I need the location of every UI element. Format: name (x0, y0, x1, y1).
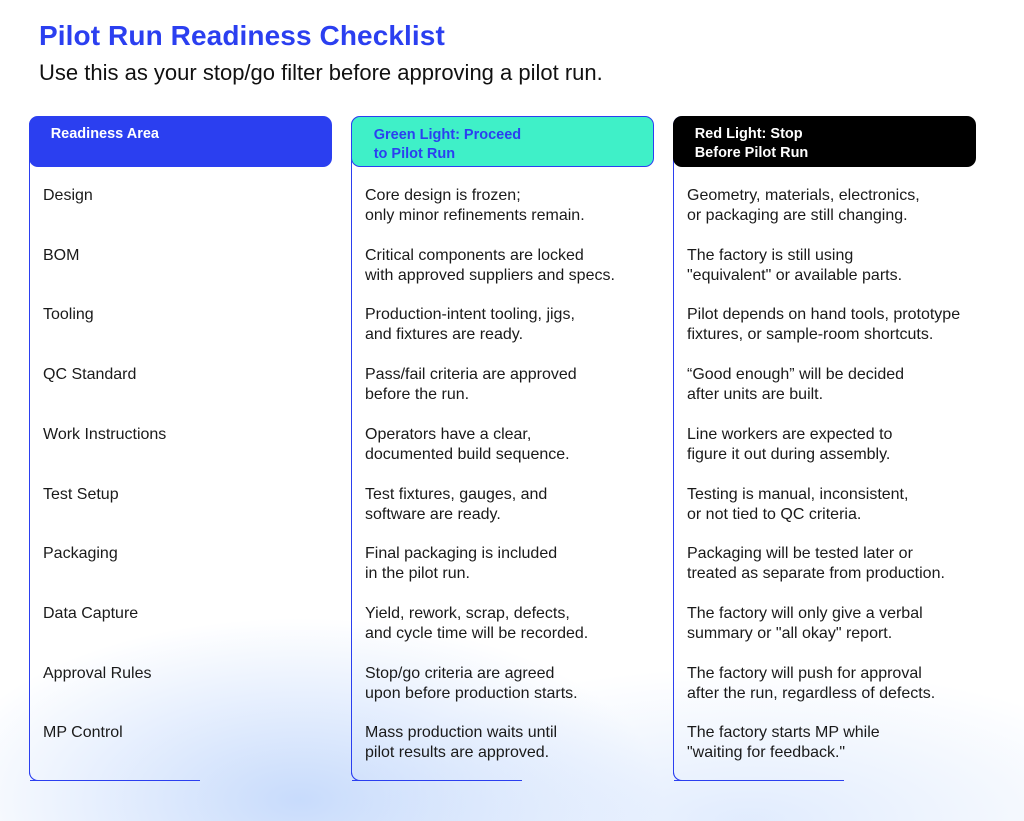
row-red-criteria: Geometry, materials, electronics, or pac… (687, 187, 920, 224)
column-header-green-light: Green Light: Proceed to Pilot Run (350, 116, 654, 167)
row-green-criteria: Final packaging is included in the pilot… (365, 545, 558, 583)
column-corner (28, 770, 40, 781)
column-header-readiness-area: Readiness Area (28, 116, 332, 167)
row-red-criteria: The factory is still using "equivalent" … (687, 246, 903, 284)
column-divider (30, 780, 200, 781)
row-red-criteria: Packaging will be tested later or treate… (687, 545, 945, 583)
row-red-criteria: The factory will only give a verbal summ… (687, 604, 923, 642)
column-red-light: Red Light: Stop Before Pilot Run Geometr… (672, 116, 976, 781)
row-red-criteria: Testing is manual, inconsistent, or not … (687, 485, 909, 523)
column-divider (674, 780, 844, 781)
row-green-criteria: Production-intent tooling, jigs, and fix… (365, 306, 575, 344)
row-area-label: Design (43, 187, 93, 204)
row-green-criteria: Operators have a clear, documented build… (365, 425, 570, 463)
row-area-label: Approval Rules (43, 664, 152, 682)
row-area-label: Packaging (43, 545, 118, 563)
row-green-criteria: Mass production waits until pilot result… (365, 724, 558, 762)
page-title: Pilot Run Readiness Checklist (39, 20, 445, 51)
column-green-light: Green Light: Proceed to Pilot Run Core d… (350, 116, 654, 781)
row-red-criteria: “Good enough” will be decided after unit… (687, 366, 905, 404)
column-corner (672, 770, 684, 781)
row-area-label: QC Standard (43, 366, 137, 384)
row-green-criteria: Pass/fail criteria are approved before t… (365, 366, 577, 404)
row-area-label: Test Setup (43, 485, 119, 503)
row-area-label: Tooling (43, 306, 94, 324)
column-corner (350, 770, 362, 781)
row-green-criteria: Test fixtures, gauges, and software are … (365, 485, 548, 523)
row-red-criteria: Line workers are expected to figure it o… (687, 425, 893, 463)
row-green-criteria: Stop/go criteria are agreed upon before … (365, 664, 578, 702)
page-subtitle: Use this as your stop/go filter before a… (39, 60, 603, 85)
column-divider (352, 780, 522, 781)
row-area-label: BOM (43, 246, 80, 264)
column-header-red-light: Red Light: Stop Before Pilot Run (672, 116, 976, 167)
row-area-label: Data Capture (43, 604, 139, 622)
row-area-label: Work Instructions (43, 425, 167, 443)
row-area-label: MP Control (43, 724, 123, 742)
row-red-criteria: The factory will push for approval after… (687, 664, 936, 702)
row-green-criteria: Core design is frozen; only minor refine… (365, 187, 585, 224)
row-red-criteria: The factory starts MP while "waiting for… (687, 724, 880, 762)
row-green-criteria: Critical components are locked with appr… (365, 246, 615, 284)
row-green-criteria: Yield, rework, scrap, defects, and cycle… (365, 604, 589, 642)
row-red-criteria: Pilot depends on hand tools, prototype f… (687, 306, 961, 344)
